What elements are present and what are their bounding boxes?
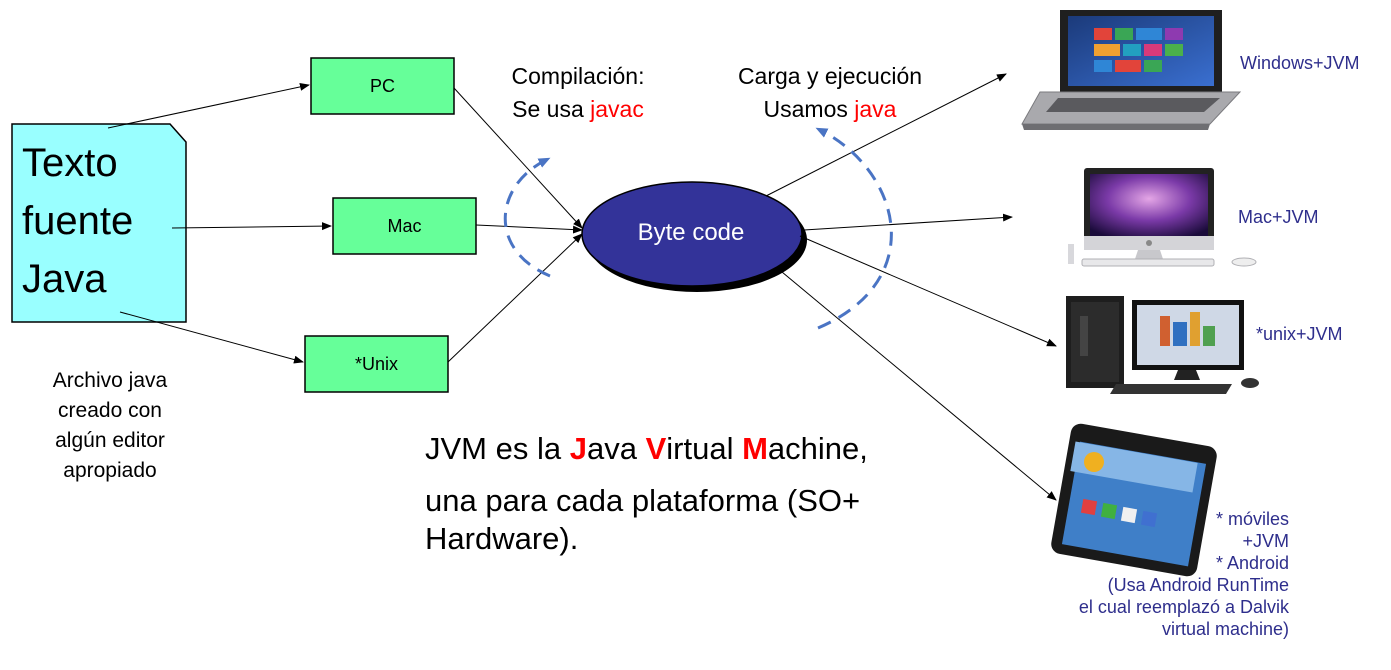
laptop-icon: [1021, 10, 1242, 130]
mac-label: Mac: [387, 215, 422, 236]
source-document-text: Texto fuente Java: [22, 134, 133, 308]
arrow-source-pc: [107, 82, 310, 129]
arrow-bytecode-windows: [765, 73, 1007, 197]
jvm-text-part: irtual: [666, 431, 743, 466]
jvm-text-part: ava: [586, 431, 646, 466]
jvm-platform-note: una para cada plataforma (SO+ Hardware).: [425, 483, 861, 556]
unix-box: [304, 335, 449, 393]
source-line-3: Java: [22, 257, 107, 301]
source-line-1: Texto: [22, 141, 118, 185]
jvm-letter-v: V: [645, 431, 667, 466]
source-note: Archivo java creado con algún editor apr…: [20, 366, 200, 486]
jvm-definition: JVM es la Java Virtual Machine,: [425, 430, 985, 468]
mobile-line: (Usa Android RunTime: [1107, 575, 1289, 595]
jvm-text-part: achine,: [767, 431, 868, 466]
run-heading-line1: Carga y ejecución: [737, 63, 923, 89]
arrow-mac-bytecode: [475, 224, 583, 234]
arrow-source-unix: [119, 311, 304, 364]
compile-heading: Compilación: Se usa javac: [478, 60, 678, 126]
mobile-line: +JVM: [1242, 531, 1289, 551]
bytecode-label: Byte code: [637, 219, 745, 246]
smartphone-icon: [1051, 423, 1217, 577]
arrow-bytecode-unix: [799, 235, 1057, 347]
compile-heading-prefix: Se usa: [512, 96, 591, 122]
compile-heading-line1: Compilación:: [511, 63, 645, 89]
unix-jvm-label: *unix+JVM: [1256, 324, 1343, 344]
note-line: creado con: [58, 399, 162, 422]
jvm-text-part: JVM es la: [425, 431, 570, 466]
note-line: apropiado: [63, 459, 157, 482]
mobile-line: * Android: [1215, 553, 1289, 573]
arrow-unix-bytecode: [447, 233, 583, 363]
run-heading-prefix: Usamos: [763, 96, 855, 122]
mobile-line: el cual reemplazó a Dalvik: [1078, 597, 1289, 617]
mac-jvm-label: Mac+JVM: [1238, 207, 1319, 227]
java-command: java: [854, 96, 897, 122]
note-line: algún editor: [55, 429, 165, 452]
note-line: Archivo java: [52, 369, 168, 392]
jvm-explanation: JVM es la Java Virtual Machine, una para…: [425, 430, 985, 572]
pc-box: [310, 57, 455, 115]
windows-jvm-label: Windows+JVM: [1240, 53, 1360, 73]
arrow-source-mac: [171, 222, 332, 231]
compile-heading-line2: Se usa javac: [478, 93, 678, 126]
run-heading: Carga y ejecución Usamos java: [700, 60, 960, 126]
pc-label: PC: [369, 75, 395, 96]
bytecode-ellipse: [581, 181, 803, 287]
mobile-line: * móviles: [1215, 509, 1289, 529]
mac-box: [332, 197, 477, 255]
jvm-letter-j: J: [569, 431, 587, 466]
javac-command: javac: [590, 96, 644, 122]
run-dashed-arrow: [815, 127, 893, 330]
run-heading-line2: Usamos java: [700, 93, 960, 126]
mobile-jvm-label: * móviles +JVM * Android (Usa Android Ru…: [989, 508, 1289, 640]
unix-label: *Unix: [354, 353, 398, 374]
source-line-2: fuente: [22, 199, 134, 243]
arrow-bytecode-mobile: [781, 271, 1057, 501]
source-document-shape: [11, 123, 187, 323]
jvm-letter-m: M: [742, 431, 768, 466]
arrow-pc-bytecode: [453, 87, 583, 229]
imac-icon: [1068, 168, 1257, 267]
compile-dashed-arrow: [503, 157, 551, 278]
mobile-line: virtual machine): [1161, 619, 1289, 639]
workstation-icon: [1066, 296, 1259, 394]
arrow-bytecode-mac: [803, 213, 1013, 231]
